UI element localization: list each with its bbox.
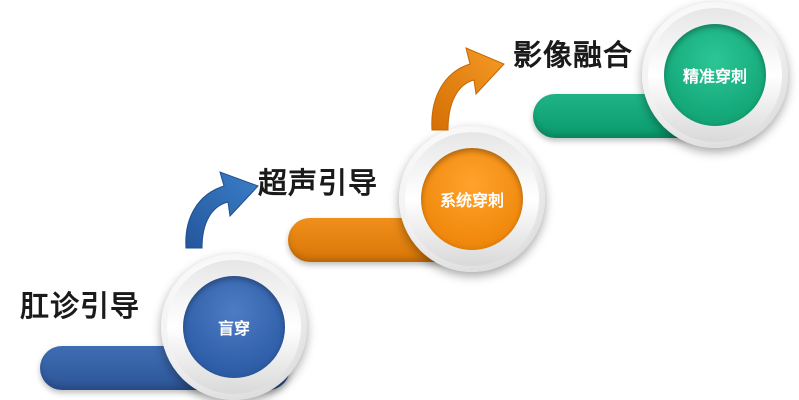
curved-up-arrow-icon [185,171,259,249]
step-1-title: 肛诊引导 [20,289,141,323]
curved-up-arrow-icon [431,47,505,131]
step-1-badge: 盲穿 [161,254,307,400]
step-2-badge: 系统穿刺 [399,126,545,272]
step-3-badge-text: 精准穿刺 [664,24,766,126]
step-1-badge-text: 盲穿 [183,276,285,378]
step-3-title: 影像融合 [513,38,634,72]
step-2-title: 超声引导 [258,166,379,200]
step-2-badge-text: 系统穿刺 [421,148,523,250]
step-3-badge: 精准穿刺 [642,2,788,148]
